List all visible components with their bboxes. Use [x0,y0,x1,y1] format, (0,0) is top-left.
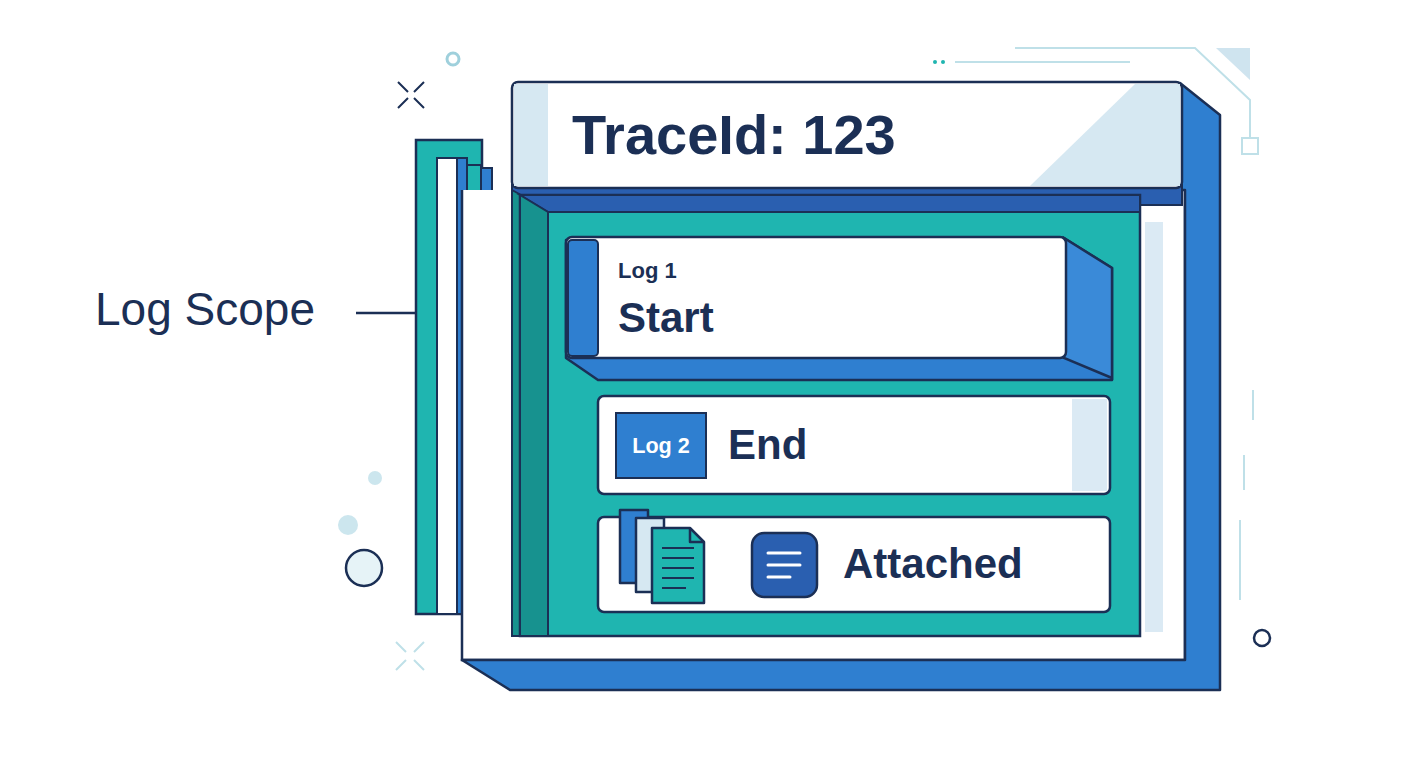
entry-text: TraceId: 123 [572,82,896,188]
entry-text: End [728,396,807,494]
log-entry-box: Log 2 End [598,396,1110,494]
log-entry-box: Log 1 Start [566,237,1066,358]
entry-text: Start [618,295,714,341]
trace-scope-frame: TraceId: 123Log 1StartLog 2EndAttached [512,82,1182,188]
entry-text: Attached [843,517,1023,612]
entry-label: Log 2 [616,413,706,478]
attachment-box: Attached [598,517,1110,612]
entry-label: Log 1 [618,259,677,283]
scope-label: Log Scope [95,284,315,335]
